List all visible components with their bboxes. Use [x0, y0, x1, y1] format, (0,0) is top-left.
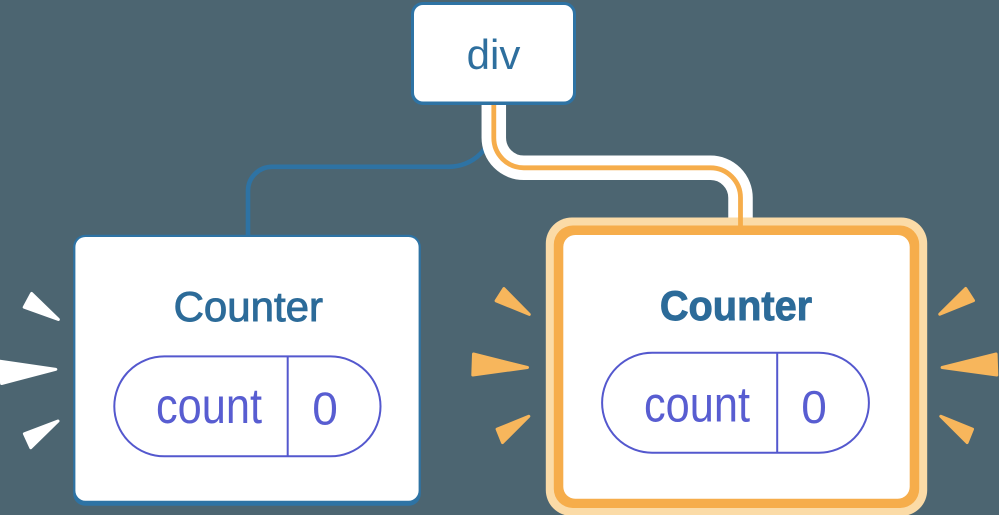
- svg-text:count: count: [156, 378, 262, 434]
- svg-text:Counter: Counter: [660, 282, 812, 329]
- svg-text:div: div: [467, 31, 521, 78]
- svg-text:Counter: Counter: [174, 283, 323, 330]
- svg-text:0: 0: [312, 383, 338, 435]
- svg-text:count: count: [644, 377, 750, 433]
- svg-text:0: 0: [801, 381, 827, 433]
